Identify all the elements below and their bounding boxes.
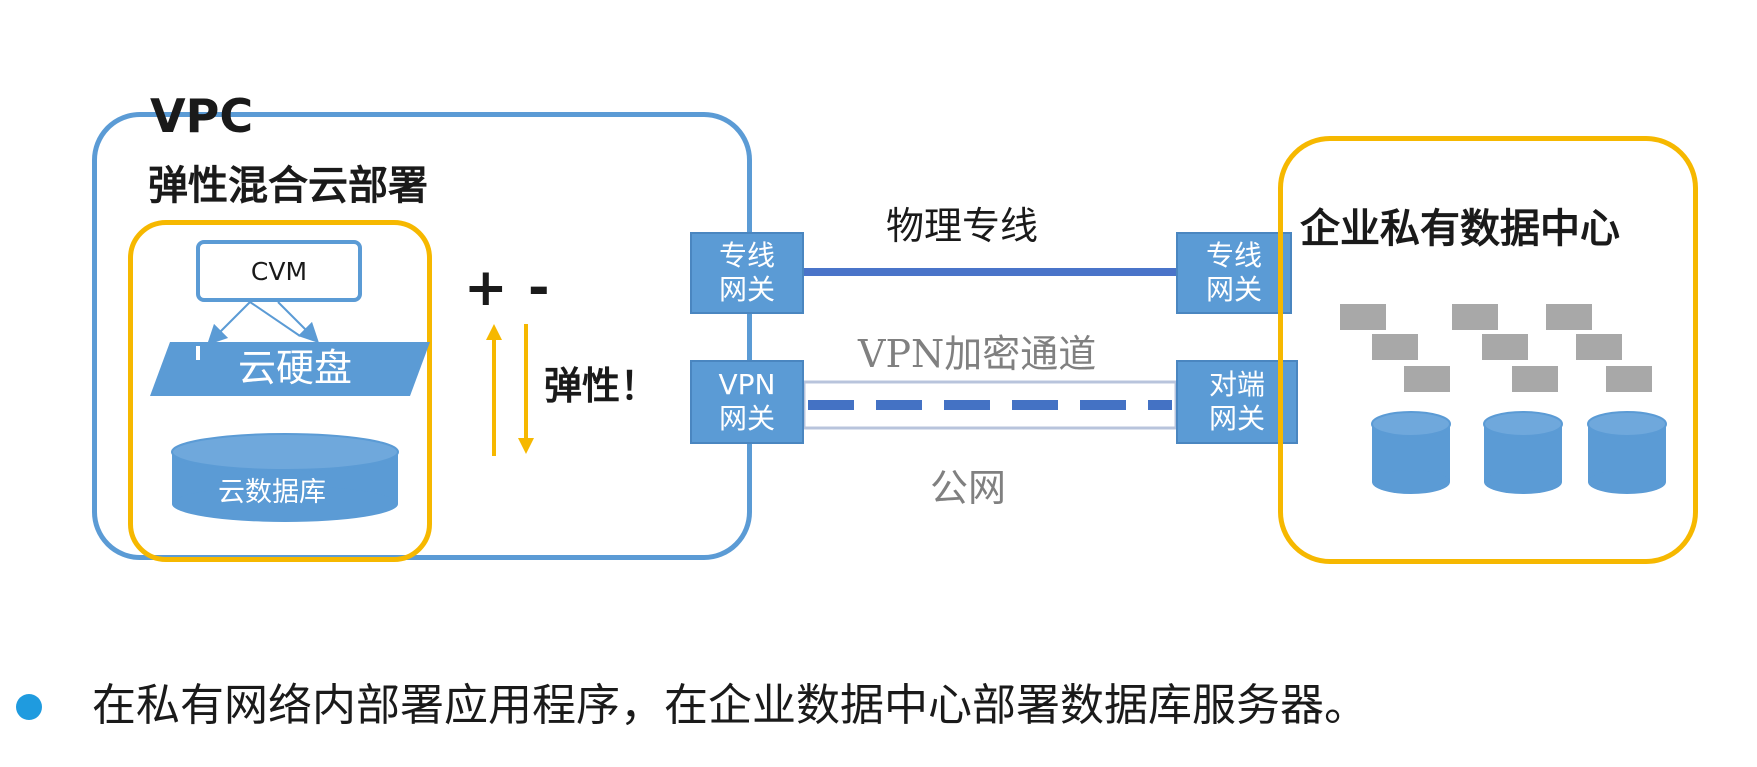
peer-gateway-right: 对端 网关 [1176, 360, 1298, 444]
vpc-subtitle: 弹性混合云部署 [148, 163, 428, 209]
gateway-label-line2: 网关 [1208, 402, 1265, 435]
cloud-database-icon [171, 433, 399, 522]
bullet-icon [16, 694, 42, 720]
public-network-label: 公网 [930, 466, 1007, 510]
elastic-label: 弹性！ [544, 364, 659, 408]
vpn-tunnel-label: VPN加密通道 [858, 332, 1097, 376]
vpn-tunnel [802, 380, 1178, 430]
gateway-label-line2: 网关 [718, 402, 775, 435]
dedicated-gateway-right: 专线 网关 [1176, 232, 1292, 314]
cloud-database-label: 云数据库 [218, 477, 326, 508]
server-blocks [1340, 304, 1652, 392]
plus-sign: + [464, 258, 508, 318]
cloud-disk-shape [150, 342, 430, 396]
vpc-container [92, 112, 752, 560]
cloud-resources-box [128, 220, 432, 562]
vpn-gateway-left: VPN 网关 [690, 360, 804, 444]
bullet-text: 在私有网络内部署应用程序，在企业数据中心部署数据库服务器。 [92, 680, 1368, 731]
gateway-label-line1: 专线 [718, 239, 775, 272]
dedicated-line-label: 物理专线 [886, 204, 1039, 248]
gateway-label-line1: 专线 [1205, 239, 1262, 272]
elastic-arrows [486, 324, 534, 456]
gateway-label-line2: 网关 [718, 273, 775, 306]
cvm-box: CVM [196, 240, 362, 302]
datacenter-title: 企业私有数据中心 [1300, 206, 1620, 252]
dedicated-gateway-left: 专线 网关 [690, 232, 804, 314]
gateway-label-line1: 对端 [1208, 368, 1265, 401]
datacenter-databases [1371, 411, 1667, 494]
gateway-label-line1: VPN [718, 368, 776, 401]
vpc-title: VPC [150, 89, 254, 143]
enterprise-datacenter-box [1278, 136, 1698, 564]
gateway-label-line2: 网关 [1205, 273, 1262, 306]
minus-sign: - [528, 258, 550, 318]
cloud-disk-label: 云硬盘 [238, 346, 353, 390]
cvm-disk-connectors [206, 301, 320, 346]
